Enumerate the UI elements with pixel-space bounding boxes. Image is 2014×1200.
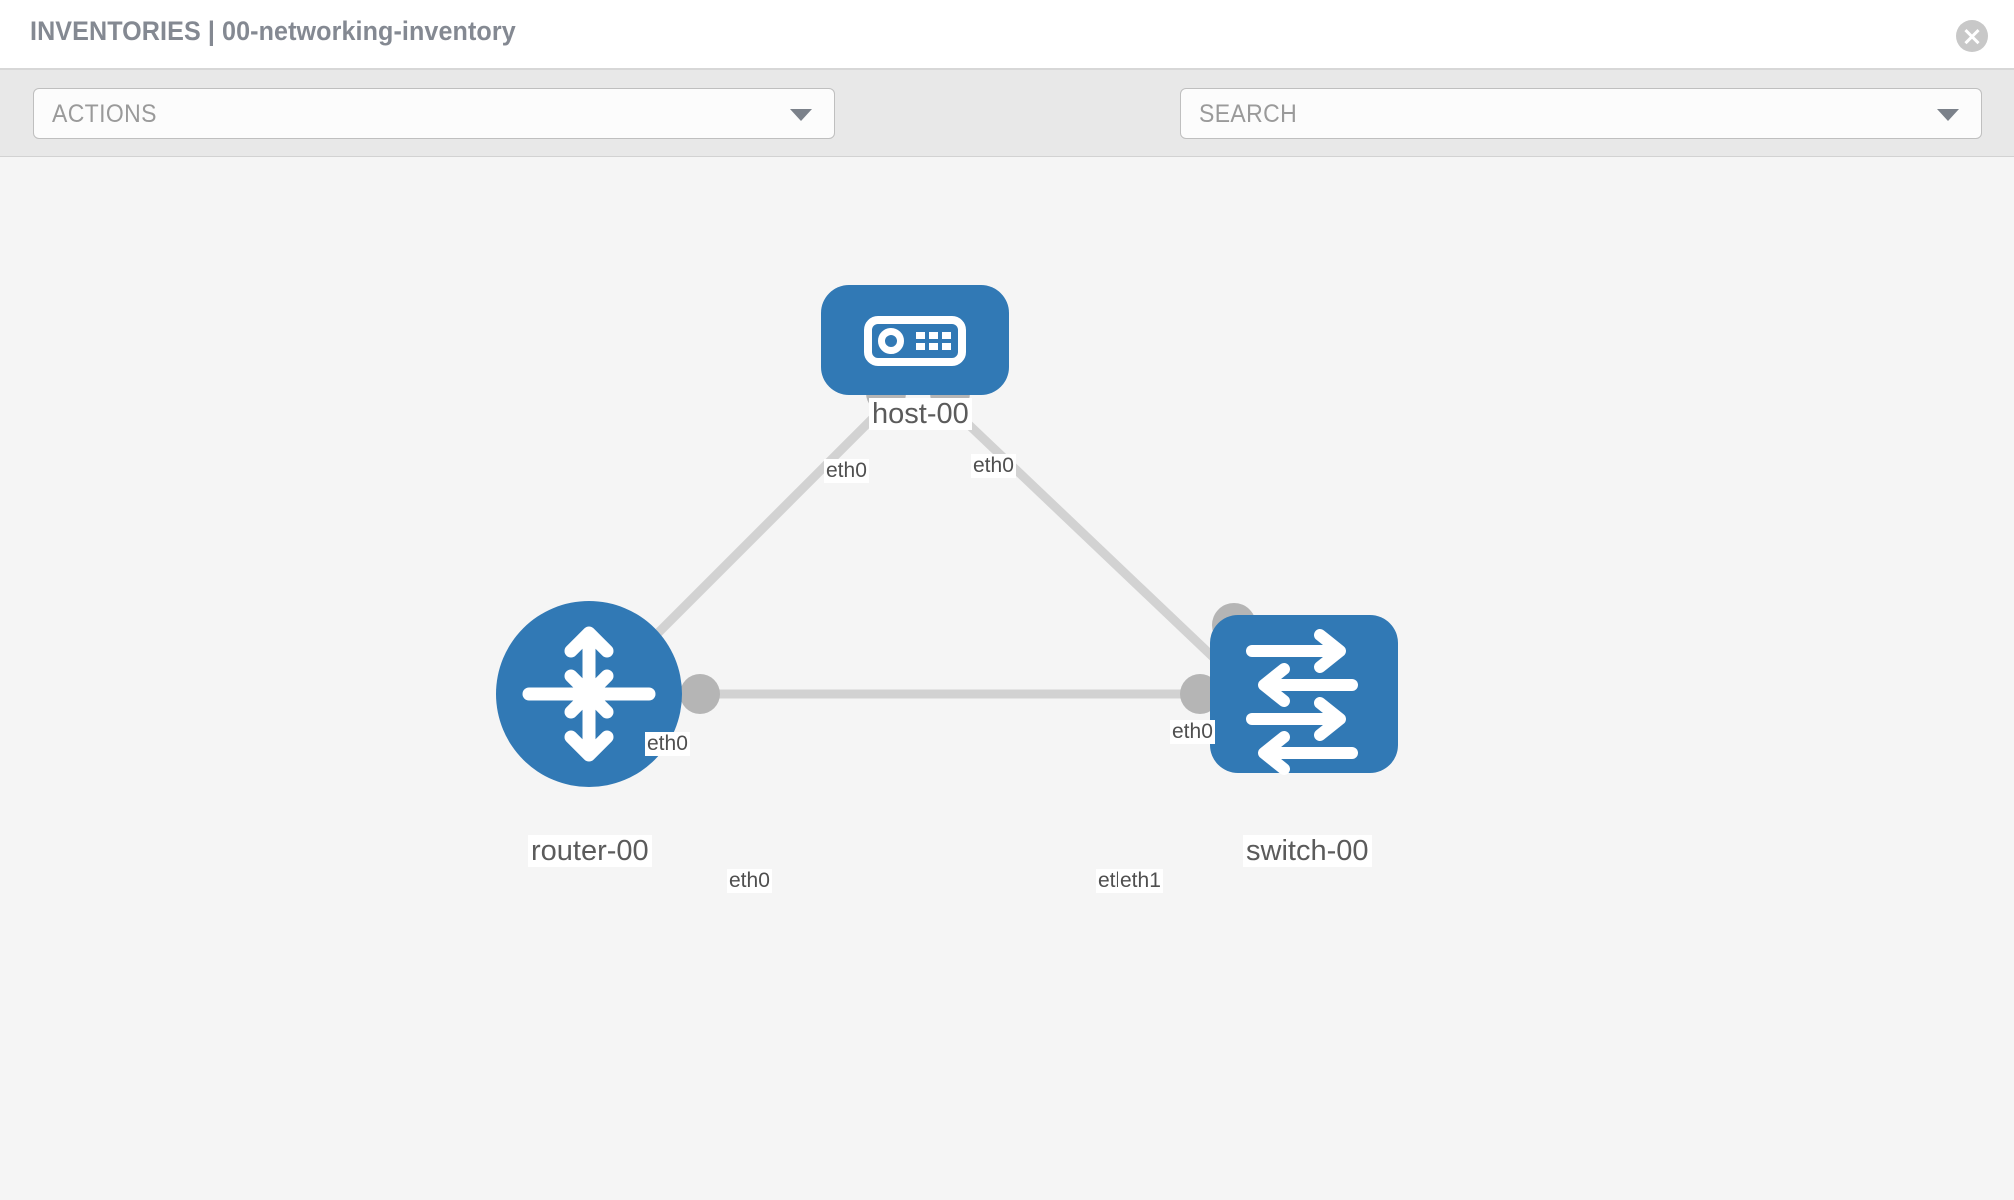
- search-placeholder: SEARCH: [1199, 100, 1298, 128]
- topology-canvas[interactable]: host-00 router-00 switch-00 eth0 eth0 et…: [0, 157, 2014, 1200]
- server-appliance-icon: [864, 316, 966, 366]
- node-host-00[interactable]: [821, 285, 1009, 395]
- iface-label-switch00-up: eth0: [1170, 720, 1215, 744]
- iface-label-router00-up: eth0: [645, 732, 690, 756]
- link-host00-router00: [610, 401, 890, 681]
- chevron-down-icon: [790, 108, 812, 121]
- connector-router00-right: [680, 674, 720, 714]
- node-router-00[interactable]: [496, 601, 682, 787]
- iface-label-router00-right: eth0: [727, 869, 772, 893]
- node-label-router-00: router-00: [528, 835, 652, 868]
- node-switch-00[interactable]: [1210, 615, 1398, 775]
- actions-dropdown[interactable]: ACTIONS: [33, 88, 835, 139]
- topology-graph: [496, 285, 1398, 787]
- search-input[interactable]: SEARCH: [1180, 88, 1982, 139]
- router-arrows-icon: [522, 626, 656, 762]
- iface-label-host00-right: eth0: [971, 454, 1016, 478]
- node-label-host-00: host-00: [869, 398, 972, 431]
- switch-arrows-icon: [1246, 629, 1358, 775]
- page-header: INVENTORIES | 00-networking-inventory: [0, 0, 2014, 70]
- page-title: INVENTORIES | 00-networking-inventory: [30, 16, 516, 46]
- chevron-down-icon: [1937, 108, 1959, 121]
- toolbar: ACTIONS SEARCH: [0, 70, 2014, 191]
- close-icon[interactable]: [1956, 20, 1988, 52]
- iface-label-host00-left: eth0: [824, 459, 869, 483]
- node-label-switch-00: switch-00: [1243, 835, 1372, 868]
- link-host00-switch00: [944, 401, 1238, 681]
- iface-label-switch00-left-eth1: eth1: [1118, 869, 1163, 893]
- actions-dropdown-label: ACTIONS: [52, 100, 157, 128]
